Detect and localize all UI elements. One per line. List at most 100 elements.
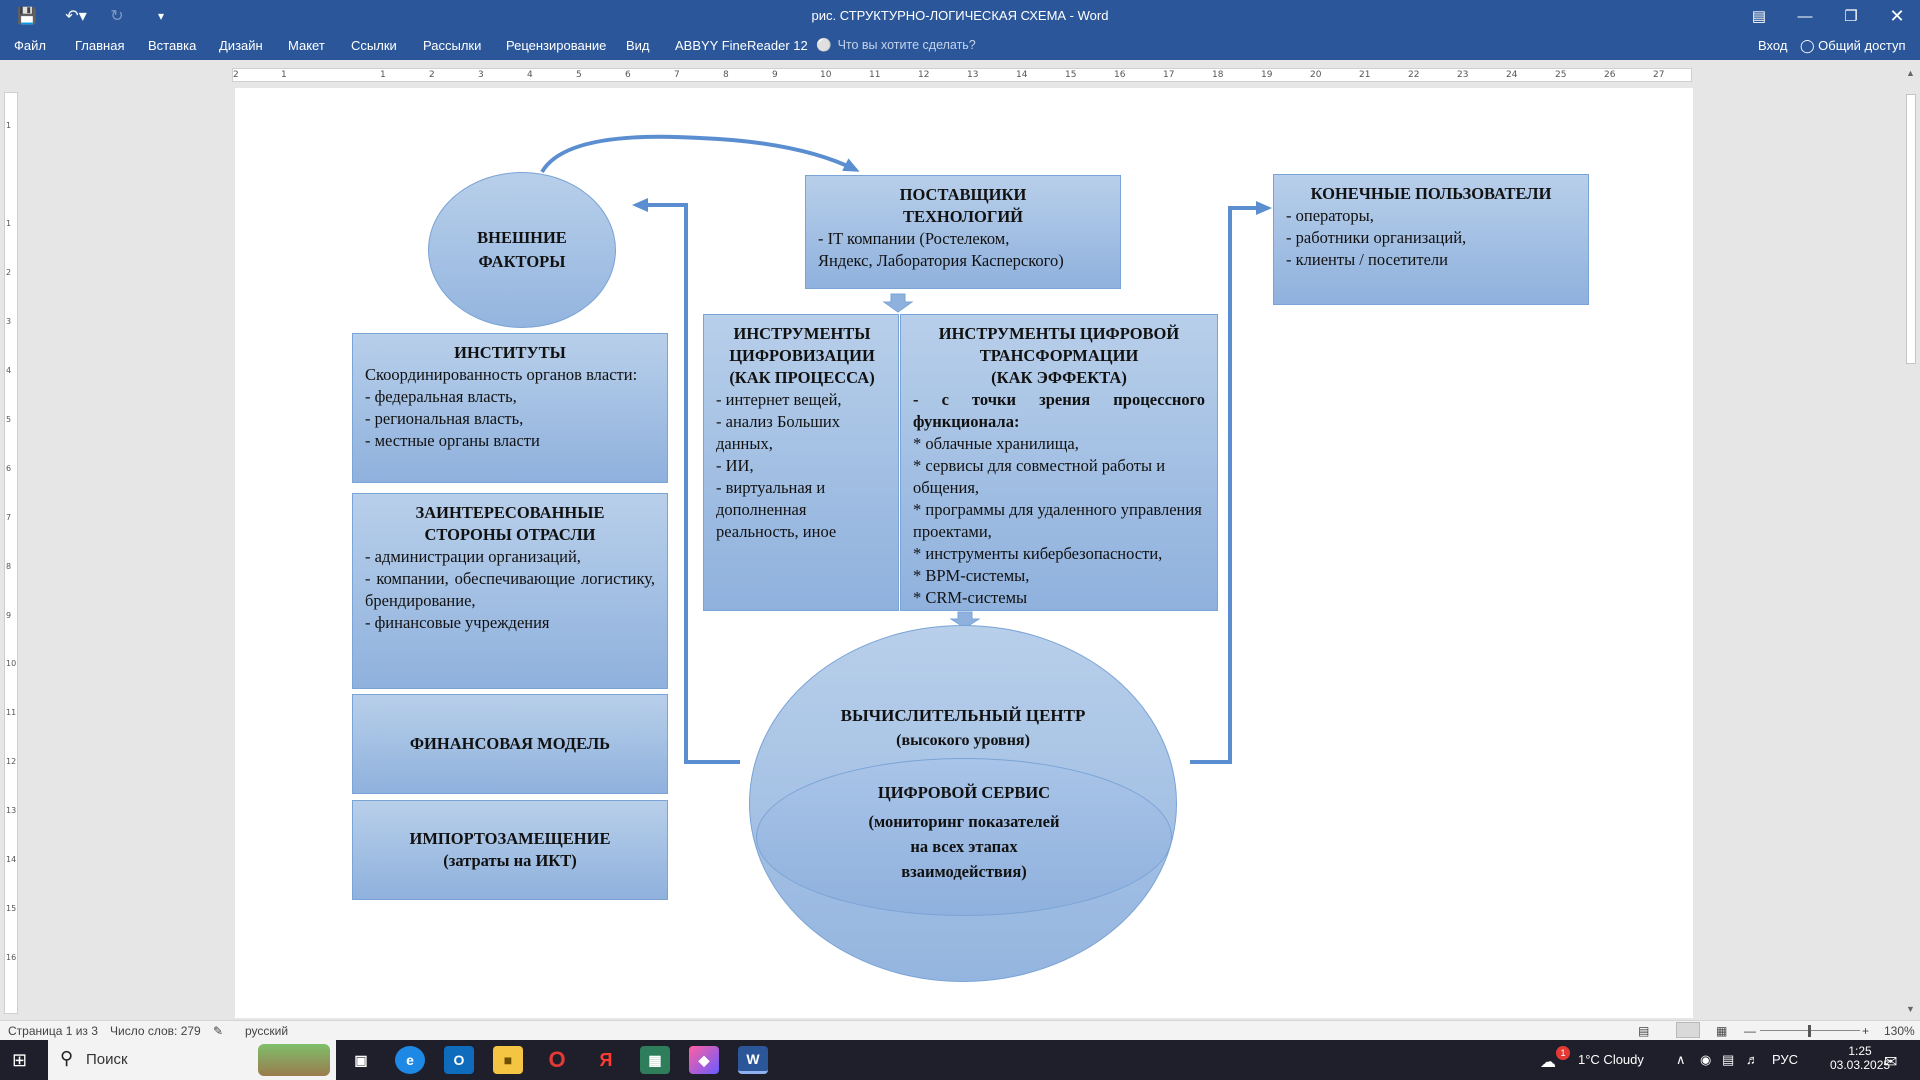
web-layout-icon[interactable]: ▦ (1716, 1024, 1728, 1038)
end-users-box[interactable]: КОНЕЧНЫЕ ПОЛЬЗОВАТЕЛИ - операторы, - раб… (1273, 174, 1589, 305)
language-indicator[interactable]: русский (245, 1024, 289, 1038)
app-launcher-icon[interactable]: ◆ (689, 1046, 719, 1074)
camera-icon[interactable]: ◉ (1700, 1052, 1712, 1067)
ruler-number: 23 (1457, 70, 1469, 80)
ruler-number: 26 (1604, 70, 1616, 80)
tell-me-search[interactable]: ⚪Что вы хотите сделать? (816, 38, 976, 53)
external-factors-shape[interactable]: ВНЕШНИЕ ФАКТОРЫ (428, 172, 616, 328)
digital-service-shape[interactable]: ЦИФРОВОЙ СЕРВИС (мониторинг показателей … (756, 758, 1172, 916)
word-taskbar-icon[interactable]: W (738, 1046, 768, 1074)
taskbar: ⊞ ⚲ Поиск ▣ e O ■ O Я ▦ ◆ W 1 ☁ 1°C Clou… (0, 1040, 1920, 1080)
transformation-item: * облачные хранилища, (913, 434, 1079, 453)
institutes-box[interactable]: ИНСТИТУТЫ Скоординированность органов вл… (352, 333, 668, 483)
share-label: Общий доступ (1818, 38, 1906, 53)
scroll-up-icon[interactable]: ▲ (1906, 68, 1915, 78)
read-mode-icon[interactable]: ▤ (1638, 1024, 1650, 1038)
ruler-number: 7 (674, 70, 680, 80)
digitization-tools-box[interactable]: ИНСТРУМЕНТЫ ЦИФРОВИЗАЦИИ (КАК ПРОЦЕССА) … (703, 314, 899, 611)
ruler-number: 21 (1359, 70, 1371, 80)
tab-home[interactable]: Главная (75, 38, 125, 53)
digital-service-line1: (мониторинг показателей (868, 812, 1060, 831)
restore-button[interactable]: ❐ (1844, 8, 1858, 25)
opera-icon[interactable]: O (548, 1047, 566, 1072)
page-count[interactable]: Страница 1 из 3 (8, 1024, 98, 1038)
ruler-number: 2 (233, 70, 239, 80)
tab-design[interactable]: Дизайн (219, 38, 263, 53)
import-substitution-title: ИМПОРТОЗАМЕЩЕНИЕ (409, 829, 611, 848)
tab-insert[interactable]: Вставка (148, 38, 197, 53)
edge-icon[interactable]: e (395, 1046, 425, 1074)
taskbar-search[interactable]: ⚲ Поиск (48, 1040, 336, 1080)
import-substitution-box[interactable]: ИМПОРТОЗАМЕЩЕНИЕ (затраты на ИКТ) (352, 800, 668, 900)
vertical-ruler[interactable]: 1 1 2 3 4 5 6 7 8 9 10 11 12 13 14 15 16 (4, 92, 18, 1014)
ruler-number: 25 (1555, 70, 1567, 80)
ruler-number: 1 (380, 70, 386, 80)
financial-model-box[interactable]: ФИНАНСОВАЯ МОДЕЛЬ (352, 694, 668, 794)
title-bar: 💾 ↶▾ ↻ ▾ рис. СТРУКТУРНО-ЛОГИЧЕСКАЯ СХЕМ… (0, 0, 1920, 32)
ruler-number: 8 (723, 70, 729, 80)
computing-center-subtitle: (высокого уровня) (896, 732, 1030, 749)
weather-text[interactable]: 1°C Cloudy (1578, 1052, 1644, 1067)
suppliers-title-line1: ПОСТАВЩИКИ (899, 185, 1027, 204)
scroll-down-icon[interactable]: ▼ (1906, 1004, 1915, 1014)
minimize-button[interactable]: — (1797, 7, 1813, 25)
stakeholders-title-line1: ЗАИНТЕРЕСОВАННЫЕ (415, 503, 605, 522)
stakeholders-item: - финансовые учреждения (365, 613, 550, 632)
ribbon-display-icon[interactable]: ▤ (1751, 8, 1767, 25)
horizontal-ruler[interactable]: 2 1 1 2 3 4 5 6 7 8 9 10 11 12 13 14 15 … (0, 64, 1920, 86)
notifications-icon[interactable]: ✉ (1884, 1054, 1898, 1071)
digitization-item: - интернет вещей, (716, 390, 842, 409)
zoom-in-icon[interactable]: + (1862, 1024, 1870, 1038)
proofing-icon[interactable]: ✎ (213, 1024, 224, 1038)
clock-date: 03.03.2025 (1830, 1058, 1891, 1072)
zoom-level[interactable]: 130% (1884, 1024, 1915, 1038)
suppliers-line1: - IT компании (Ростелеком, (818, 229, 1010, 248)
zoom-out-icon[interactable]: — (1744, 1024, 1756, 1038)
undo-icon[interactable]: ↶▾ (65, 8, 87, 25)
tab-abbyy[interactable]: ABBYY FineReader 12 (675, 38, 808, 53)
ruler-number: 12 (918, 70, 930, 80)
search-label: Поиск (86, 1051, 128, 1068)
vertical-scrollbar[interactable]: ▲ ▼ (1902, 64, 1920, 1020)
tab-view[interactable]: Вид (626, 38, 650, 53)
print-layout-icon[interactable] (1676, 1022, 1700, 1038)
ruler-number: 3 (6, 317, 12, 326)
tab-references[interactable]: Ссылки (351, 38, 397, 53)
file-explorer-icon[interactable]: ■ (493, 1046, 523, 1074)
tab-file[interactable]: Файл (14, 38, 46, 53)
word-count[interactable]: Число слов: 279 (110, 1024, 201, 1038)
network-icon[interactable]: ▤ (1722, 1052, 1735, 1067)
outlook-icon[interactable]: O (444, 1046, 474, 1074)
calculator-icon[interactable]: ▦ (640, 1046, 670, 1074)
transformation-tools-box[interactable]: ИНСТРУМЕНТЫ ЦИФРОВОЙ ТРАНСФОРМАЦИИ (КАК … (900, 314, 1218, 611)
suppliers-title-line2: ТЕХНОЛОГИЙ (902, 207, 1024, 226)
task-view-icon[interactable]: ▣ (354, 1051, 368, 1068)
suppliers-box[interactable]: ПОСТАВЩИКИ ТЕХНОЛОГИЙ - IT компании (Рос… (805, 175, 1121, 289)
tab-layout[interactable]: Макет (288, 38, 325, 53)
ruler-number: 15 (6, 904, 17, 913)
tab-mailings[interactable]: Рассылки (423, 38, 482, 53)
institutes-item: - федеральная власть, (365, 387, 517, 406)
external-factors-line2: ФАКТОРЫ (478, 252, 566, 271)
tab-review[interactable]: Рецензирование (506, 38, 607, 53)
input-language[interactable]: РУС (1772, 1052, 1799, 1067)
clock[interactable]: 1:25 03.03.2025 (1830, 1044, 1890, 1072)
volume-icon[interactable]: ♬ (1746, 1052, 1759, 1067)
stakeholders-box[interactable]: ЗАИНТЕРЕСОВАННЫЕ СТОРОНЫ ОТРАСЛИ - админ… (352, 493, 668, 689)
transformation-item: * BPM-системы, (913, 566, 1030, 585)
scrollbar-thumb[interactable] (1906, 94, 1916, 364)
share-button[interactable]: ◯ Общий доступ (1800, 38, 1906, 54)
zoom-slider-thumb[interactable] (1808, 1025, 1811, 1037)
cloud-icon[interactable]: ☁ (1540, 1054, 1556, 1071)
sign-in-link[interactable]: Вход (1758, 38, 1788, 53)
windows-start-icon[interactable]: ⊞ (12, 1050, 28, 1070)
chevron-up-icon[interactable]: ∧ (1676, 1052, 1686, 1067)
redo-icon[interactable]: ↻ (110, 8, 124, 25)
close-button[interactable]: ✕ (1889, 5, 1905, 26)
yandex-browser-icon[interactable]: Я (599, 1049, 613, 1070)
digitization-title-line1: ИНСТРУМЕНТЫ (733, 324, 871, 343)
document-title: рис. СТРУКТУРНО-ЛОГИЧЕСКАЯ СХЕМА - Word (811, 8, 1109, 23)
customize-toolbar-icon[interactable]: ▾ (157, 9, 165, 23)
save-icon[interactable]: 💾 (17, 8, 37, 25)
ruler-number: 16 (6, 953, 17, 962)
